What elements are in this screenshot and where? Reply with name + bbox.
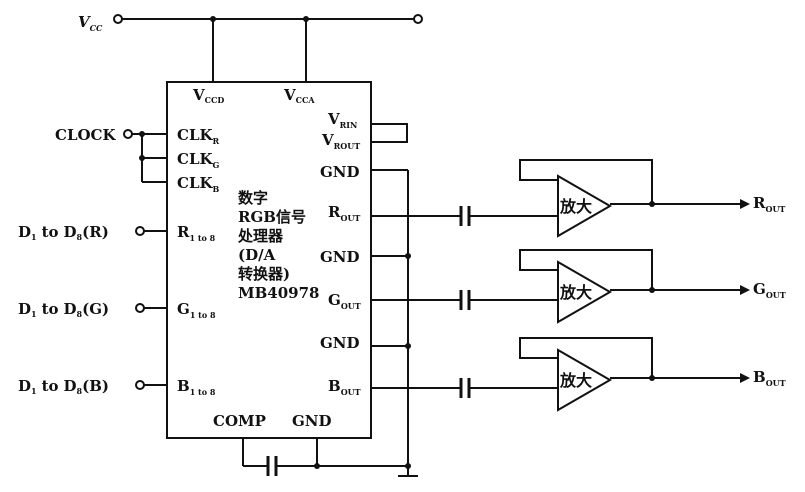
clock-label: CLOCK [55, 126, 116, 144]
clkg-label: CLKG [177, 150, 220, 170]
chip-title-line-2: RGB信号 [238, 208, 306, 226]
channel-g: 放大 GOUT [371, 249, 786, 324]
vcc-label: VCC [78, 13, 103, 33]
gnd-bottom-junction [314, 463, 320, 469]
data-input-b-terminal [135, 380, 145, 390]
b-output-label: BOUT [753, 368, 786, 388]
data-input-r-terminal [135, 226, 145, 236]
chip-title-line-6: MB40978 [238, 284, 319, 302]
vcc-terminal [113, 14, 123, 24]
r-output-label: ROUT [753, 194, 785, 214]
r-amplifier [557, 174, 613, 238]
r-input-pin-label: R1 to 8 [177, 223, 216, 243]
vcc-terminal-right [413, 14, 423, 24]
clock-terminal [123, 129, 133, 139]
channel-b: 放大 BOUT [371, 337, 786, 412]
rout-pin-label: ROUT [328, 203, 360, 223]
chip-title-line-4: (D/A [238, 246, 276, 264]
comp-label: COMP [213, 412, 266, 430]
vrout-label: VROUT [321, 131, 360, 151]
g-output-arrow [740, 285, 750, 295]
gnd-label-2: GND [320, 248, 360, 266]
r-output-junction [649, 201, 655, 207]
vref-loop [371, 123, 408, 143]
vcca-label: VCCA [283, 86, 315, 105]
chip-title-line-5: 转换器) [238, 265, 290, 283]
chip-title-line-1: 数字 [238, 189, 268, 207]
r-output-arrow [740, 199, 750, 209]
r-amplifier-label: 放大 [559, 197, 592, 216]
channel-r: 放大 ROUT [371, 159, 785, 238]
gnd-bottom-label: GND [292, 412, 332, 430]
gnd-junction-2 [405, 253, 411, 259]
b-amplifier [557, 348, 613, 412]
b-amplifier-label: 放大 [559, 371, 592, 390]
g-amplifier-label: 放大 [559, 283, 592, 302]
g-output-junction [649, 287, 655, 293]
g-input-pin-label: G1 to 8 [177, 300, 216, 320]
g-output-label: GOUT [753, 280, 786, 300]
clkb-label: CLKB [177, 174, 220, 194]
b-output-junction [649, 375, 655, 381]
g-amplifier [557, 260, 613, 324]
data-input-g-terminal [135, 303, 145, 313]
chip-title-line-3: 处理器 [237, 227, 284, 245]
gnd-junction-3 [405, 343, 411, 349]
b-input-pin-label: B1 to 8 [177, 377, 216, 397]
b-output-arrow [740, 373, 750, 383]
chip-title: 数字 RGB信号 处理器 (D/A 转换器) MB40978 [237, 189, 319, 302]
gout-pin-label: GOUT [328, 291, 361, 311]
vrin-label: VRIN [327, 110, 357, 130]
chip-body [166, 81, 372, 439]
gnd-label-1: GND [320, 163, 360, 181]
bout-pin-label: BOUT [328, 377, 361, 397]
vccd-label: VCCD [192, 86, 224, 105]
gnd-label-3: GND [320, 334, 360, 352]
clkr-label: CLKR [177, 126, 220, 146]
